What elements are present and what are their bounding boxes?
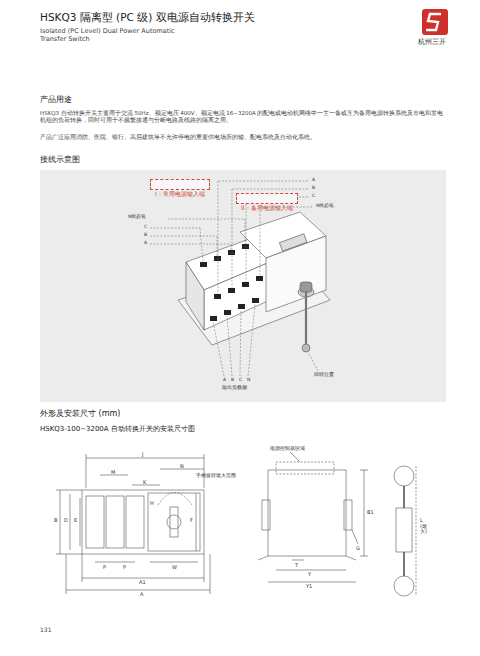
front-view [56, 454, 210, 594]
section-heading: 产品用途 [40, 95, 72, 105]
phase-label: B [230, 377, 235, 383]
page-number: 131 [40, 626, 51, 634]
dimension-note: 手柄旋转最大范围 [196, 473, 236, 479]
section-heading: 接线示意图 [40, 155, 80, 165]
figure-caption: HSKQ3-100~3200A 自动转换开关的安装尺寸图 [40, 425, 195, 434]
body-text: 产品广泛应用消防、医院、银行、高层建筑等不允许停电的重要供电场所的输、配电系统及… [40, 134, 445, 141]
dimension-label: B1 [367, 509, 374, 515]
dimension-label: Y1 [306, 583, 312, 589]
dimension-note: 电源控制器区域 [270, 446, 305, 452]
page-title: HSKQ3 隔离型 (PC 级) 双电源自动转换开关 [40, 11, 255, 24]
dimension-label: P [103, 564, 106, 570]
logo-glyph [426, 14, 441, 30]
phase-label: N [246, 377, 251, 383]
section-heading: 外形及安装尺寸 (mm) [40, 409, 120, 419]
dimension-label: J [142, 451, 143, 457]
dimension-label: T [295, 562, 298, 568]
subtitle: Isolated (PC Level) Dual Power Automatic… [40, 27, 190, 43]
phase-label: A [222, 377, 227, 383]
phase-label: C [311, 193, 316, 199]
side-view [258, 452, 368, 582]
input-label: II：备用电源输入端 [241, 204, 293, 211]
dimension-label: K [143, 479, 146, 485]
phase-label: A [143, 240, 148, 246]
load-side-label: 输出负载侧 [222, 385, 247, 391]
phase-label: A [311, 177, 316, 183]
dimension-label: P [123, 564, 126, 570]
dimension-label: L(最大) [420, 518, 425, 535]
dimension-label: G [356, 545, 360, 551]
wire-note: N线必装 [127, 214, 147, 220]
phase-label: C [238, 377, 243, 383]
input-label-box: I：常用电源输入端 [150, 179, 210, 190]
phase-label: C [143, 224, 148, 230]
dimension-label: A1 [139, 579, 146, 585]
brand-name: 杭州三开 [418, 38, 446, 47]
handle-view [394, 466, 416, 596]
dimension-label: E [74, 517, 77, 523]
dimension-label: N [180, 463, 184, 469]
dimension-label: B [54, 517, 57, 523]
dimension-label: M [111, 469, 115, 475]
phase-label: B [311, 185, 316, 191]
phase-label: B [143, 232, 148, 238]
logo-mark [422, 9, 448, 35]
handle-position-label: 回转位置 [314, 372, 334, 378]
wire-note: N线必装 [315, 203, 335, 209]
input-label: I：常用电源输入端 [155, 190, 205, 197]
dimension-label: D [64, 517, 68, 523]
input-label-box: II：备用电源输入端 [236, 193, 298, 204]
dimension-label: Y [308, 571, 311, 577]
figure-panel [40, 170, 446, 402]
dimension-label: W [172, 564, 177, 570]
body-text: HSKQ3 自动转换开关主要用于交流 50Hz、额定电压 400V、额定电流 1… [40, 110, 445, 124]
dimension-label: A [140, 591, 143, 597]
leader-lines [150, 181, 318, 376]
dimension-label: H [150, 500, 154, 506]
dimension-label: F [190, 517, 193, 523]
switch-illustration [178, 212, 330, 352]
